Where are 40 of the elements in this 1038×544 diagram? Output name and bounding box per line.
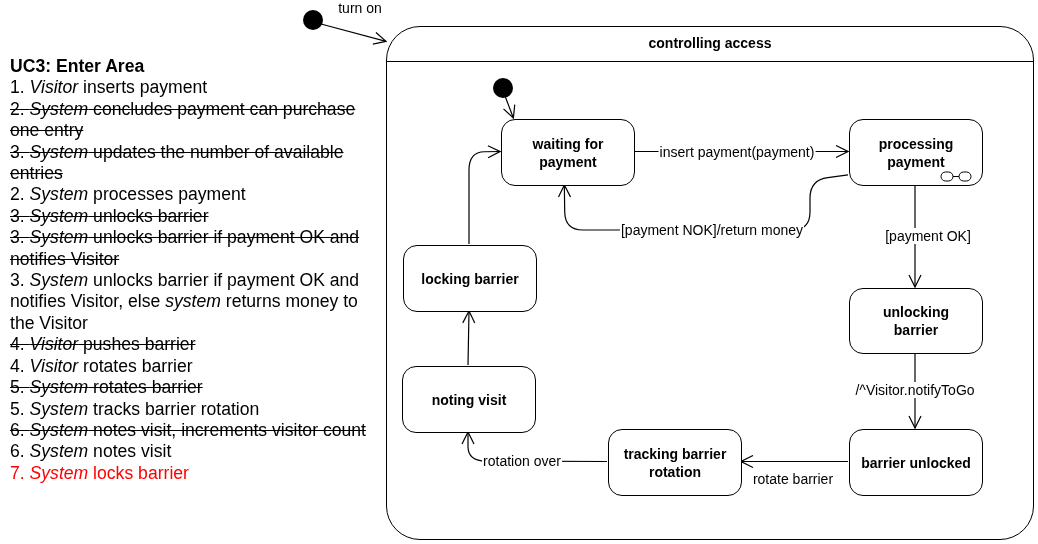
transition-arrow — [740, 454, 849, 469]
edge-label: turn on — [337, 0, 383, 16]
state-name: unlocking barrier — [881, 303, 951, 339]
edge-label: [payment OK] — [884, 228, 972, 244]
use-case-step: 5. System tracks barrier rotation — [10, 398, 372, 420]
state-box — [849, 288, 983, 354]
edge-label: rotate barrier — [751, 471, 835, 487]
use-case-step: 5. System rotates barrier — [10, 377, 372, 399]
edge-label: [payment NOK]/return money — [619, 222, 805, 238]
state-name: locking barrier — [420, 269, 520, 288]
transition-arrow — [462, 310, 476, 366]
state-name: tracking barrier rotation — [622, 444, 728, 481]
use-case-title: UC3: Enter Area — [10, 56, 146, 78]
edge-label: /^Visitor.notifyToGo — [854, 382, 976, 398]
state-name: noting visit — [430, 390, 508, 409]
state-box — [608, 429, 742, 496]
state-box — [849, 429, 983, 496]
use-case-step: 6. System notes visit, increments visitor count — [10, 419, 372, 442]
edge-label: insert payment(payment) — [658, 144, 816, 160]
transition-arrow — [502, 95, 516, 119]
use-case-step: 4. Visitor pushes barrier — [10, 334, 372, 356]
use-case-step: 2. System processes payment — [10, 184, 372, 206]
state-box — [403, 245, 537, 312]
edge-label: rotation over — [482, 453, 562, 469]
state-box — [501, 119, 635, 186]
state-name: waiting for payment — [531, 134, 605, 171]
state-name: controlling access — [647, 35, 773, 51]
initial-state-dot — [303, 10, 323, 30]
use-case-step: 4. Visitor rotates barrier — [10, 355, 372, 378]
use-case-step: 7. System locks barrier — [10, 462, 372, 485]
state-box — [402, 366, 536, 433]
use-case-step: 1. Visitor inserts payment — [10, 77, 372, 99]
use-case-step: 3. System unlocks barrier — [10, 205, 372, 228]
state-name: processing payment — [877, 134, 955, 171]
state-name: barrier unlocked — [860, 453, 972, 472]
transition-arrow — [320, 23, 387, 45]
transition-arrow — [468, 145, 501, 245]
state-box — [849, 119, 983, 186]
use-case-step: 6. System notes visit — [10, 441, 372, 463]
initial-state-dot — [493, 78, 513, 98]
